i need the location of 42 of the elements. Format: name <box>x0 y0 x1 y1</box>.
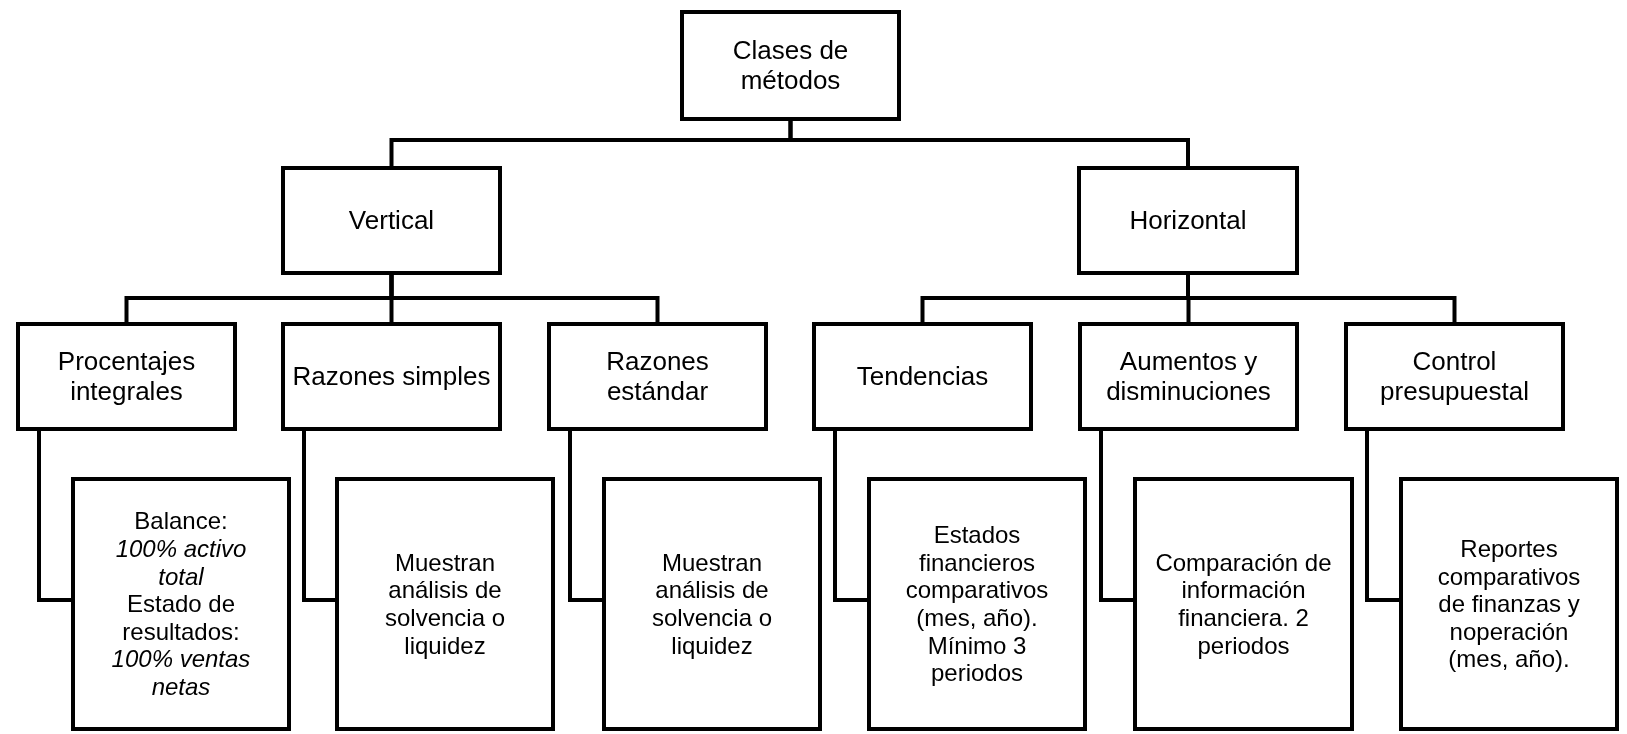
connector-line <box>1099 431 1133 602</box>
connector-line <box>37 431 71 602</box>
box-text: Aumentos y disminuciones <box>1105 346 1272 407</box>
box-text: 100% ventas netas <box>110 645 252 701</box>
box-text: Reportes comparativos de finanzas y noperación (mes, año). <box>1436 535 1582 673</box>
box-text: Tendencias <box>856 361 989 392</box>
box-text: Estados financieros comparativos (mes, año). Mínimo 3 periodos <box>904 521 1050 687</box>
box-text: Razones simples <box>292 361 491 392</box>
text-box <box>867 477 1087 731</box>
connector-line <box>568 431 602 602</box>
text-box <box>1077 166 1299 275</box>
box-text: Control presupuestal <box>1379 346 1530 407</box>
box-text: Clases de métodos <box>731 35 850 96</box>
text-box <box>547 322 768 431</box>
text-box <box>1133 477 1354 731</box>
connector-line <box>1186 275 1457 322</box>
connector-line <box>1365 431 1399 602</box>
box-text: Comparación de información financiera. 2 periodos <box>1154 548 1333 660</box>
box-text: Muestran análisis de solvencia o liquidez <box>383 548 507 660</box>
box-text: Muestran análisis de solvencia o liquidez <box>650 548 774 660</box>
connector-line <box>302 431 335 602</box>
connector-line <box>788 121 1190 166</box>
box-text: Horizontal <box>1129 205 1247 236</box>
box-text: Estado de resultados: <box>121 590 241 646</box>
text-box <box>16 322 237 431</box>
box-text: Razones estándar <box>605 346 710 407</box>
connector-line <box>389 275 660 322</box>
text-box <box>335 477 555 731</box>
text-box <box>1344 322 1565 431</box>
text-box <box>602 477 822 731</box>
text-box <box>281 166 502 275</box>
text-box <box>281 322 502 431</box>
box-text: Balance: <box>134 507 228 535</box>
connector-line <box>833 431 867 602</box>
box-text: Procentajes integrales <box>56 346 197 407</box>
box-text: Vertical <box>348 205 435 236</box>
text-box <box>1399 477 1619 731</box>
text-box <box>71 477 291 731</box>
box-text: 100% activo total <box>114 535 248 591</box>
text-box <box>812 322 1033 431</box>
text-box <box>1078 322 1299 431</box>
text-box <box>680 10 901 121</box>
